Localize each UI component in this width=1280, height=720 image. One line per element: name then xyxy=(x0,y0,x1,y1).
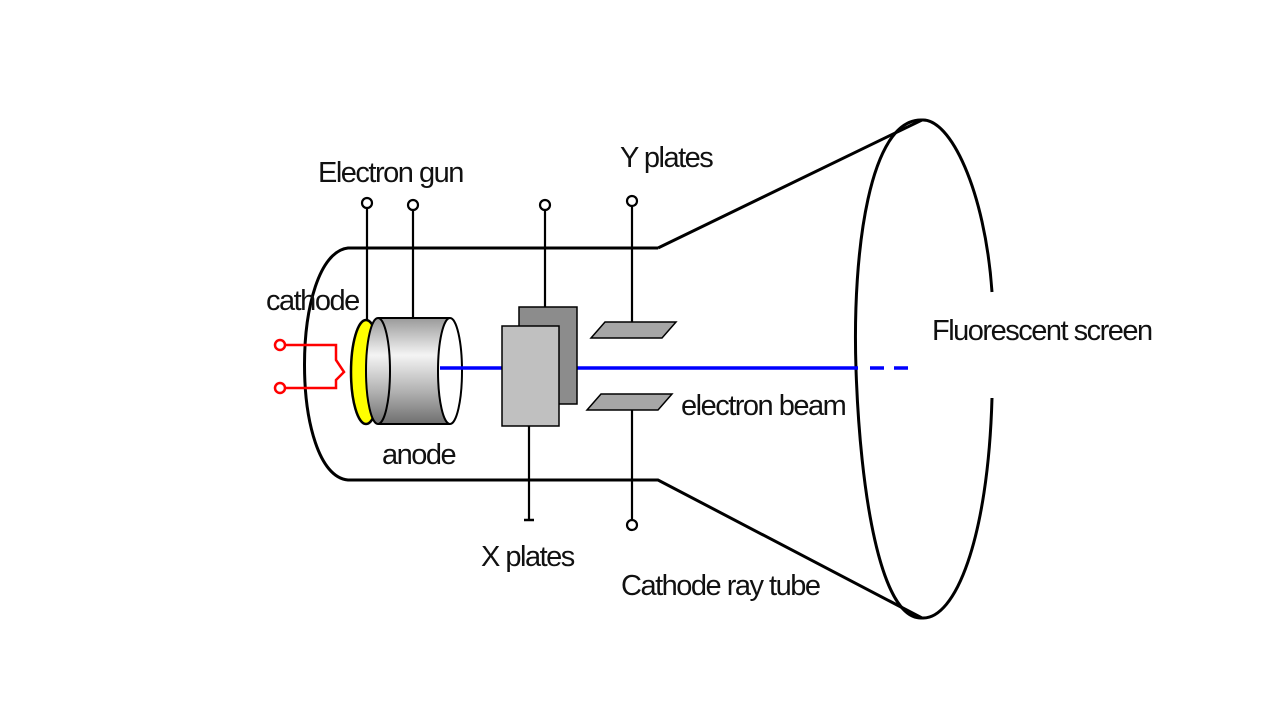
x-plate-top-terminal xyxy=(538,198,552,212)
anode-cylinder xyxy=(365,317,463,425)
label-fluorescent-screen: Fluorescent screen xyxy=(932,315,1152,347)
tube-neck-top xyxy=(657,118,923,250)
x-plate-front xyxy=(501,325,560,427)
label-electron-gun: Electron gun xyxy=(318,157,463,189)
cathode-terminal xyxy=(360,196,374,210)
anode-terminal xyxy=(406,198,420,212)
label-anode: anode xyxy=(382,439,456,471)
y-plate-bottom xyxy=(585,393,674,411)
heater-wire xyxy=(273,338,346,395)
label-y-plates: Y plates xyxy=(620,142,713,174)
y-plate-top-terminal xyxy=(625,194,639,208)
tube-outline xyxy=(303,246,923,620)
y-plate-top xyxy=(589,321,678,339)
label-electron-beam: electron beam xyxy=(681,390,846,422)
label-cathode: cathode xyxy=(266,285,359,317)
y-plate-bottom-terminal xyxy=(625,518,639,532)
label-x-plates: X plates xyxy=(481,541,575,573)
label-cathode-ray-tube: Cathode ray tube xyxy=(621,570,820,602)
